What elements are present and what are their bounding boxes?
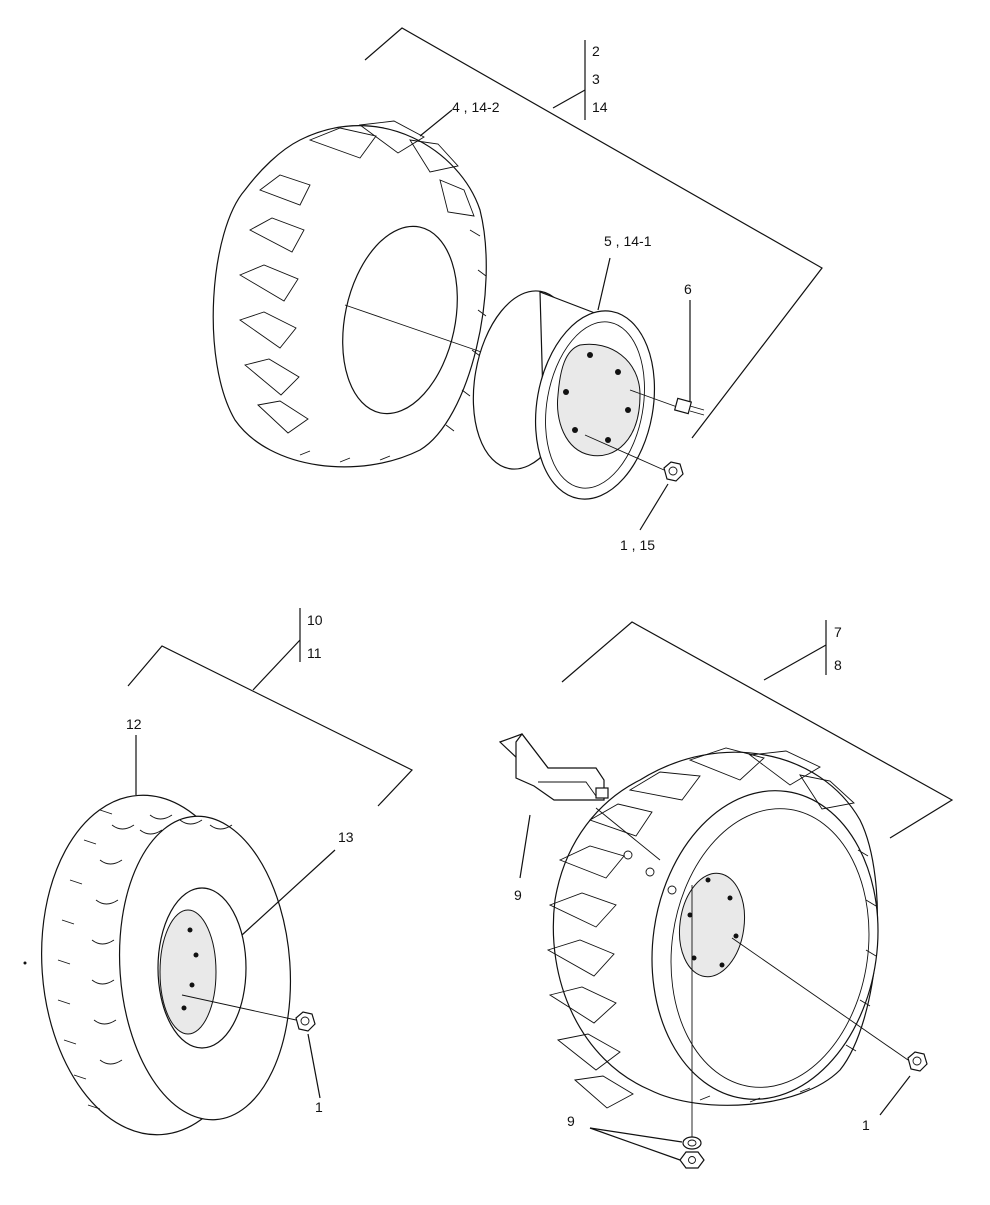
top-group-label-2: 3 [592,71,600,87]
left-nut [181,994,321,1099]
left-tire [41,735,292,1136]
top-tire-label: 4 , 14-2 [452,99,500,115]
right-valve [498,733,661,879]
top-rim [472,257,656,500]
top-nut-label: 1 , 15 [620,537,655,553]
right-valve-leader [519,814,531,879]
top-bolt [629,300,705,416]
top-rim-label: 5 , 14-1 [604,233,652,249]
right-valve-label: 9 [514,887,522,903]
left-group-bracket [127,645,413,807]
top-axle-line [344,304,491,356]
left-group-label-2: 11 [307,645,322,661]
top-wheel-assembly: 2 3 14 4 , 14-2 [212,27,823,553]
top-bolt-label: 6 [684,281,692,297]
right-valve-parts-leader-2 [589,1127,681,1161]
left-nut-label: 1 [315,1099,323,1115]
top-group-leader [552,89,586,109]
top-group-label-3: 14 [592,99,608,115]
left-nut-leader [307,1033,321,1099]
top-tire [212,109,487,468]
top-group-bracket [364,27,823,439]
top-tire-leader [419,109,453,137]
right-nut-leader [879,1075,911,1116]
top-nut [584,434,684,531]
right-group-label-2: 8 [834,657,842,673]
left-rim-leader [241,849,336,936]
right-wheel-assembly: 7 8 9 [498,620,954,1169]
right-group-leader [763,644,827,681]
right-nut [731,937,928,1116]
left-group-label-1: 10 [307,612,323,628]
right-valve-parts [589,885,705,1169]
left-wheel-assembly: 10 11 12 13 1 [41,608,413,1136]
left-rim-label: 13 [338,829,354,845]
right-nut-label: 1 [862,1117,870,1133]
left-tire-label: 12 [126,716,142,732]
right-tire [546,747,879,1109]
top-group-label-1: 2 [592,43,600,59]
stray-dot [23,961,27,965]
top-rim-leader [597,257,611,311]
right-valve-parts-label: 9 [567,1113,575,1129]
left-group-leader [252,639,301,691]
right-valve-parts-leader-1 [589,1127,683,1143]
right-group-bracket [561,621,954,839]
top-nut-leader [639,483,669,531]
right-group-label-1: 7 [834,624,842,640]
